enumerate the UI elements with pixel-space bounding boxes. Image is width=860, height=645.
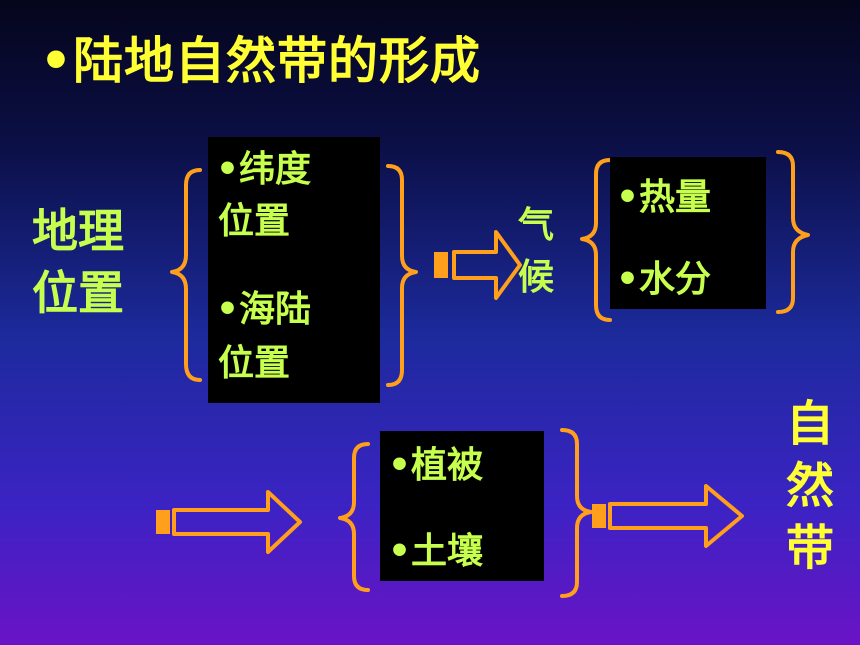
latitude-line2: 位置 — [218, 201, 291, 242]
arrow-to-vegetation — [172, 490, 302, 554]
climate-label: 气 候 — [518, 200, 554, 304]
climate-line1: 气 — [518, 205, 555, 246]
heat-text: •热量 — [616, 177, 712, 218]
page-title: •陆地自然带的形成 — [40, 32, 481, 90]
nature-zone-char2: 然 — [785, 458, 834, 514]
water-text: •水分 — [616, 259, 712, 300]
arrow-tail-3 — [592, 504, 606, 528]
nature-zone-char1: 自 — [785, 396, 834, 452]
arrow-to-nature-zone — [608, 484, 744, 548]
right-brace-climate — [776, 150, 810, 314]
left-brace-soil — [338, 442, 370, 592]
geography-line2: 位置 — [32, 266, 124, 320]
vegetation-text: •植被 — [388, 445, 484, 486]
soil-box: •植被 •土壤 — [380, 431, 544, 581]
climate-line2: 候 — [518, 257, 555, 298]
left-brace-climate — [580, 158, 612, 322]
arrow-tail-2 — [156, 510, 170, 534]
arrow-to-climate — [452, 230, 522, 300]
nature-zone-char3: 带 — [785, 520, 834, 576]
land-sea-line1: •海陆 — [216, 289, 312, 330]
geography-label: 地理 位置 — [32, 200, 124, 324]
right-brace-soil — [560, 428, 593, 598]
arrow-tail-1 — [434, 252, 448, 278]
latitude-line1: •纬度 — [216, 149, 312, 190]
position-box: •纬度 位置 •海陆 位置 — [208, 137, 380, 403]
soil-text: •土壤 — [388, 531, 484, 572]
geography-line1: 地理 — [32, 204, 124, 258]
right-brace-position — [386, 164, 418, 387]
left-brace-position — [170, 168, 202, 382]
climate-box: •热量 •水分 — [610, 157, 766, 309]
land-sea-line2: 位置 — [218, 343, 291, 384]
nature-zone-label: 自 然 带 — [782, 393, 838, 579]
